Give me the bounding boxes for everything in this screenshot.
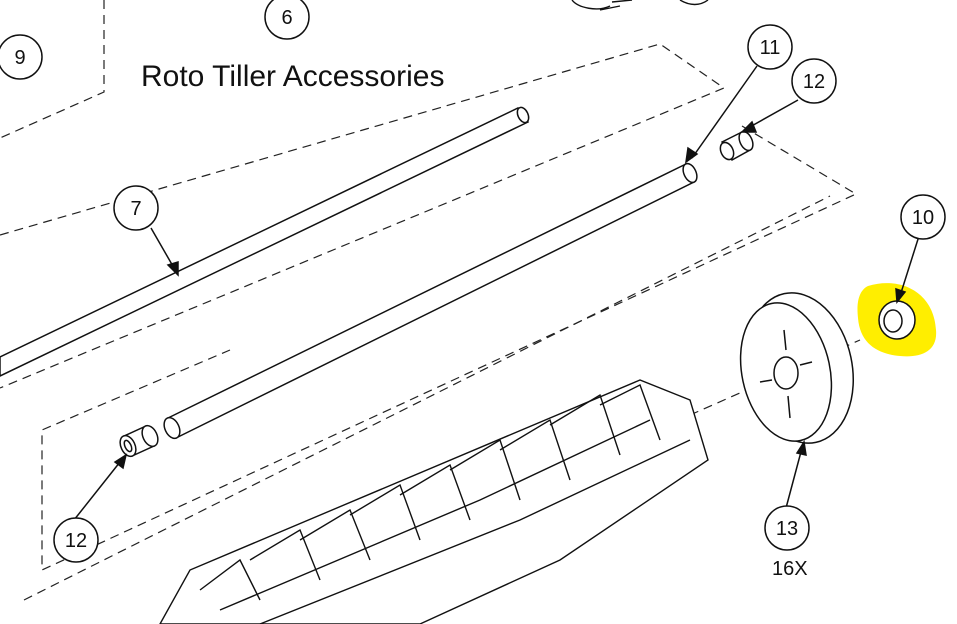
bushing-part-12-lower[interactable]: [117, 423, 161, 459]
callout-11-label: 11: [760, 37, 781, 59]
callout-12-lower-label: 12: [65, 530, 87, 552]
callout-12-lower: 12: [53, 517, 99, 563]
callout-13: 13: [764, 505, 810, 551]
callout-13-label: 13: [776, 518, 798, 540]
bushing-part-12-upper[interactable]: [718, 129, 756, 162]
callout-12-upper: 12: [791, 58, 837, 104]
callout-9-label: 9: [14, 47, 25, 69]
shaft-part-11[interactable]: [161, 161, 700, 441]
top-part-fragments: [571, 0, 709, 11]
callout-11: 11: [747, 24, 793, 70]
callout-6: 6: [264, 0, 310, 40]
callout-10-label: 10: [912, 207, 934, 229]
callout-10: 10: [900, 194, 946, 240]
quantity-note: 16X: [772, 558, 808, 580]
callout-7: 7: [113, 185, 159, 231]
tine-wheel-part-13[interactable]: [728, 283, 866, 453]
highlighted-washer-part-10[interactable]: [857, 283, 937, 357]
callout-6-label: 6: [281, 7, 292, 29]
leader-arrows: [73, 65, 920, 521]
callout-12-upper-label: 12: [803, 71, 825, 93]
upper-shaft: [0, 106, 530, 377]
diagram-title: Roto Tiller Accessories: [141, 60, 445, 93]
tiller-drum: [159, 379, 709, 624]
callout-7-label: 7: [130, 198, 141, 220]
callout-9: 9: [0, 34, 43, 80]
